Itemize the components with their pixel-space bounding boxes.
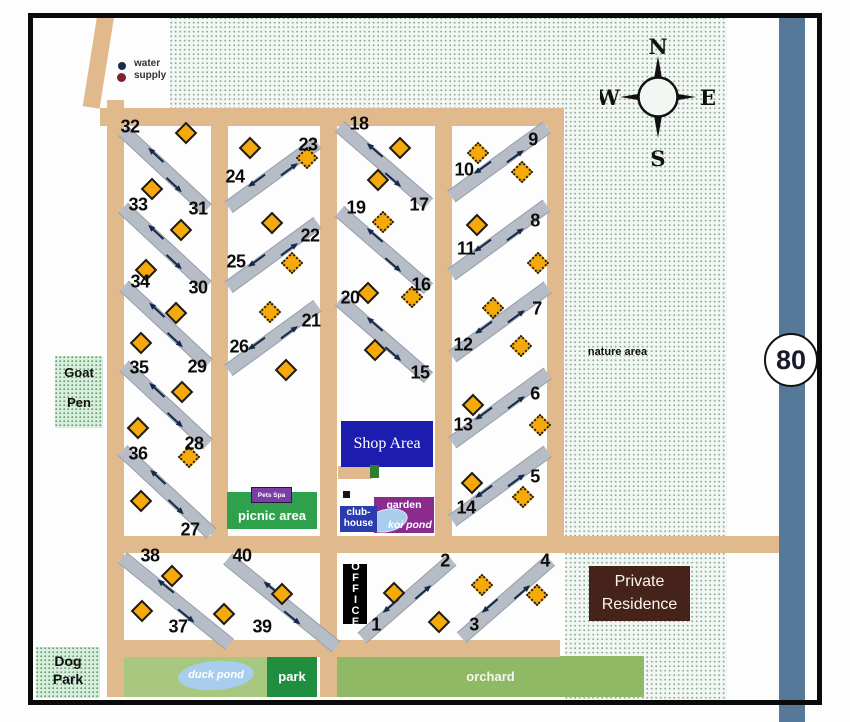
shop-door-marker [370,465,379,478]
site-number-19: 19 [346,197,366,218]
site-number-5: 5 [530,466,540,487]
site-number-12: 12 [453,334,473,355]
site-number-11: 11 [456,238,476,259]
road-shop-stub [338,466,372,479]
site-number-1: 1 [371,614,381,635]
site-number-10: 10 [454,159,474,180]
dog-park-area: Dog Park [36,647,100,698]
highway-80-label: 80 [775,344,807,375]
compass-south-label: S [650,146,665,171]
site-number-31: 31 [188,198,208,219]
water-supply-icon-bottom-dot [117,73,126,82]
site-number-35: 35 [129,357,149,378]
pets-spa-building: Pets Spa [251,487,292,503]
site-number-23: 23 [298,134,318,155]
water-supply-icon-top-dot [118,62,126,70]
office-label: OFFICE [349,561,362,627]
road-vertical-4 [435,118,452,538]
goat-pen-label-line1: Goat [64,365,94,380]
site-number-34: 34 [130,271,150,292]
site-number-16: 16 [411,274,431,295]
site-number-14: 14 [456,497,476,518]
site-number-37: 37 [168,616,188,637]
goat-pen-area: Goat Pen [55,356,103,428]
private-residence-building: Private Residence [589,566,690,621]
dog-park-label-line2: Park [52,671,84,687]
water-supply-label-line2: supply [134,70,167,81]
site-number-29: 29 [187,356,207,377]
site-number-27: 27 [180,519,200,540]
site-number-17: 17 [409,194,429,215]
site-number-22: 22 [300,225,320,246]
dog-park-label-line1: Dog [54,653,82,669]
site-number-20: 20 [340,287,360,308]
picnic-area-label: picnic area [238,508,306,523]
site-number-26: 26 [229,336,249,357]
club-house-building: club- house [340,506,377,532]
site-number-28: 28 [184,433,204,454]
site-number-2: 2 [440,550,450,571]
site-number-33: 33 [128,194,148,215]
site-number-9: 9 [528,129,538,150]
club-house-label-line1: club- [346,507,371,518]
site-number-32: 32 [120,116,140,137]
shop-area-label: Shop Area [353,435,421,452]
nature-area-label: nature area [587,346,648,358]
orchard-label: orchard [466,669,515,684]
site-number-30: 30 [188,277,208,298]
club-house-label-line2: house [343,518,374,529]
map-border [28,13,822,705]
orchard-area: orchard [337,656,644,697]
compass-east-label: E [700,85,716,110]
site-number-38: 38 [140,545,160,566]
compass-rose: N S W E [600,34,716,171]
pets-spa-label: Pets Spa [257,491,286,499]
site-number-40: 40 [232,545,252,566]
site-number-8: 8 [530,210,540,231]
road-vertical-2 [211,118,228,538]
site-number-3: 3 [469,614,479,635]
private-residence-label-line1: Private [614,573,665,590]
water-supply-label-line1: water [134,58,161,69]
utility-marker [343,491,350,498]
site-number-21: 21 [301,310,321,331]
shop-area-building: Shop Area [341,421,433,467]
park-label: park [278,668,306,684]
park-area: park [267,655,317,697]
koi-pond-label: koi pond [388,519,432,531]
road-horizontal-middle [107,536,779,553]
compass-north-label: N [648,34,667,59]
site-number-4: 4 [540,550,550,571]
road-vertical-east [547,118,564,538]
picnic-area-building: picnic area [227,492,317,529]
site-number-15: 15 [410,362,430,383]
compass-west-label: W [600,85,620,110]
water-supply-icon [117,62,127,86]
office-building: OFFICE [343,561,367,627]
site-number-24: 24 [225,166,245,187]
site-number-7: 7 [532,298,542,319]
duck-pond-label: duck pond [188,669,244,681]
goat-pen-label-line2: Pen [67,395,91,410]
highway-80-badge: 80 [764,333,818,387]
private-residence-label-line2: Residence [601,596,678,613]
site-number-13: 13 [453,414,473,435]
site-number-18: 18 [349,113,369,134]
site-number-39: 39 [252,616,272,637]
site-number-36: 36 [128,443,148,464]
site-number-25: 25 [226,251,246,272]
site-number-6: 6 [530,383,540,404]
